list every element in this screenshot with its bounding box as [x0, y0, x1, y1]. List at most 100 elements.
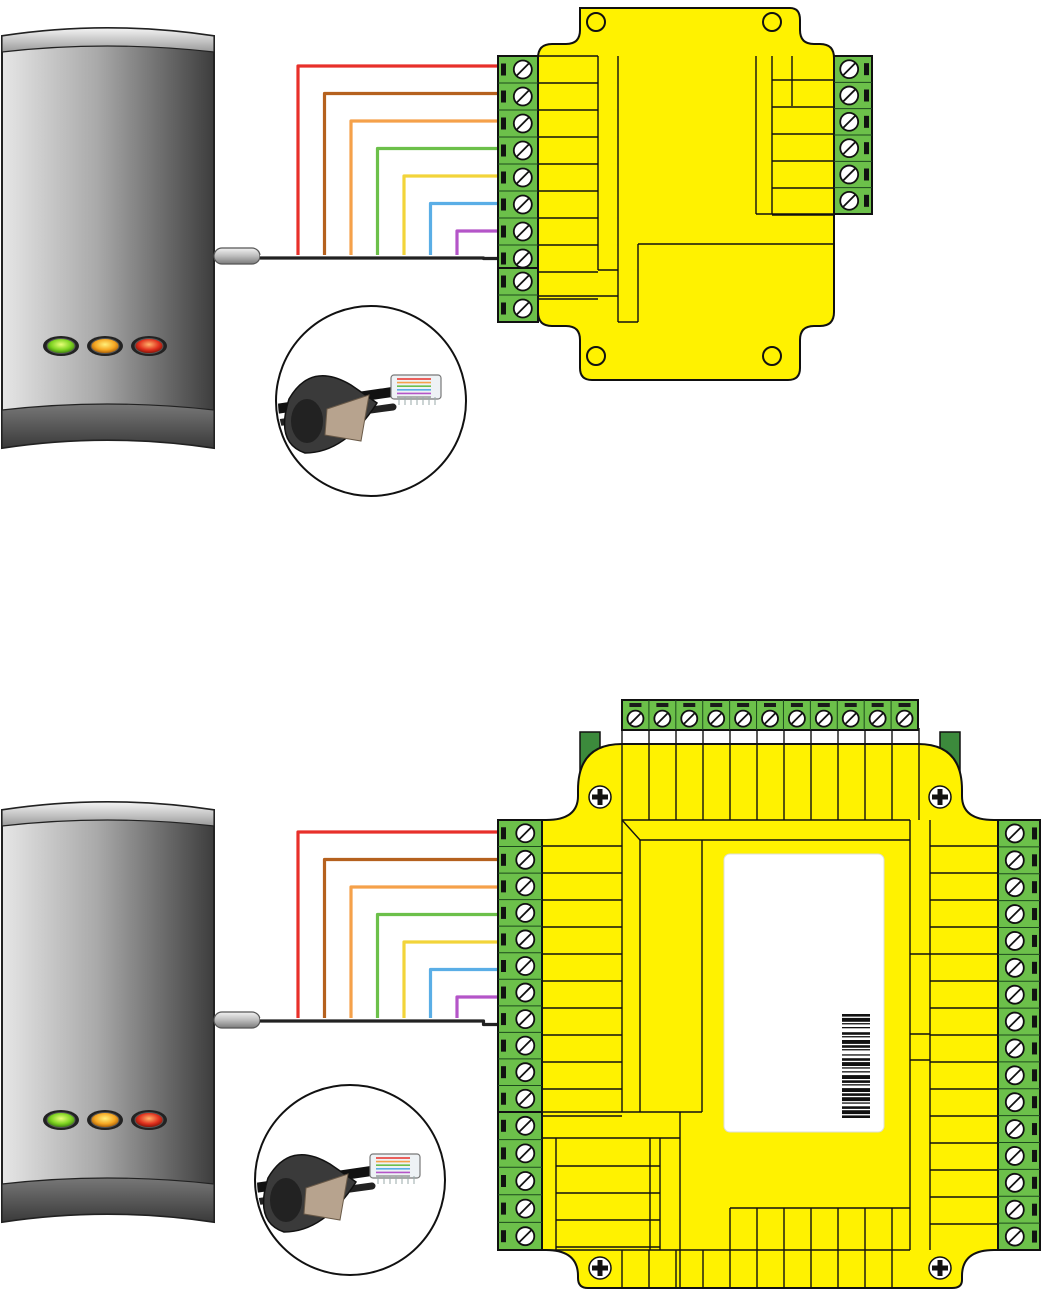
large-controller: [498, 700, 1040, 1288]
wire-entry: [899, 703, 911, 707]
wire-entry: [501, 1093, 506, 1105]
wire-entry: [791, 703, 803, 707]
wire-bundle: [260, 832, 500, 1025]
cable-sheath: [214, 1012, 260, 1028]
barcode-bar: [842, 1097, 870, 1101]
barcode-bar: [842, 1084, 870, 1085]
wire-entry: [501, 91, 506, 103]
barcode-bar: [842, 1049, 870, 1050]
barcode-bar: [842, 1075, 870, 1079]
cable-stub: [214, 1012, 260, 1028]
wire-entry: [501, 987, 506, 999]
terminal-block-left-bottom: [498, 1112, 542, 1250]
wire-entry: [1032, 881, 1037, 893]
wire-entry: [501, 827, 506, 839]
wire-entry: [501, 199, 506, 211]
wire-entry: [501, 1147, 506, 1159]
wire-entry: [864, 169, 869, 181]
wire-bundle: [260, 66, 500, 259]
wire-entry: [737, 703, 749, 707]
wire-entry: [1032, 1123, 1037, 1135]
wire-entry: [629, 703, 641, 707]
wire-entry: [710, 703, 722, 707]
wire-entry: [501, 303, 506, 315]
reader-body: [2, 802, 214, 1222]
connector-zoom-bottom: [255, 1085, 445, 1275]
wire-entry: [1032, 1150, 1037, 1162]
wire-entry: [1032, 908, 1037, 920]
wire-entry: [1032, 1016, 1037, 1028]
barcode-bar: [842, 1080, 870, 1083]
barcode-bar: [842, 1036, 870, 1037]
cable-stub: [214, 248, 260, 264]
wire-entry: [864, 195, 869, 207]
terminal-block-right: [834, 56, 872, 214]
wire-entry: [501, 1203, 506, 1215]
terminal-block-top: [622, 700, 918, 730]
barcode-bar: [842, 1054, 870, 1055]
wire-entry: [864, 142, 869, 154]
barcode-bar: [842, 1110, 870, 1114]
led-green-icon: [47, 1113, 75, 1128]
barcode-bar: [842, 1032, 870, 1035]
wire-entry: [1032, 1096, 1037, 1108]
wire-entry: [845, 703, 857, 707]
wire-entry: [501, 854, 506, 866]
barcode-bar: [842, 1071, 870, 1072]
wire-entry: [501, 907, 506, 919]
wire-entry: [1032, 962, 1037, 974]
wire-entry: [764, 703, 776, 707]
wire-entry: [501, 960, 506, 972]
card-reader-icon: [2, 802, 214, 1222]
led-red-icon: [135, 1113, 163, 1128]
wire-entry: [1032, 989, 1037, 1001]
wire-entry: [864, 63, 869, 75]
wire-entry: [501, 172, 506, 184]
wire-entry: [1032, 935, 1037, 947]
barcode-bar: [842, 1023, 870, 1024]
cable-sheath: [214, 248, 260, 264]
mount-hole-icon: [587, 13, 605, 31]
small-controller: [498, 8, 872, 380]
barcode-bar: [842, 1115, 870, 1118]
wire-entry: [501, 1013, 506, 1025]
crimp-tool-jaw: [270, 1178, 302, 1222]
controller-body: [538, 8, 834, 380]
wire-entry: [501, 1066, 506, 1078]
reader-bottom-cap: [2, 404, 214, 448]
wire-entry: [501, 145, 506, 157]
wire-entry: [864, 116, 869, 128]
barcode-bar: [842, 1045, 870, 1048]
wire-entry: [501, 933, 506, 945]
wire-entry: [501, 1120, 506, 1132]
wire-entry: [501, 118, 506, 130]
terminal-block-right: [998, 820, 1040, 1250]
reader-body: [2, 28, 214, 448]
wire-entry: [501, 880, 506, 892]
barcode-bar: [842, 1102, 870, 1103]
wire-entry: [1032, 1042, 1037, 1054]
terminal-block-left-top: [498, 820, 542, 1112]
wire-7: [260, 258, 500, 259]
barcode-bar: [842, 1106, 870, 1109]
barcode-bar: [842, 1018, 870, 1022]
led-green-icon: [47, 339, 75, 354]
wire-entry: [501, 253, 506, 265]
wire-entry: [1032, 1177, 1037, 1189]
wire-entry: [501, 1040, 506, 1052]
reader-bottom-cap: [2, 1178, 214, 1222]
terminal-block-left-top: [498, 56, 538, 272]
wire-entry: [1032, 1204, 1037, 1216]
wire-entry: [501, 64, 506, 76]
barcode-bar: [842, 1058, 870, 1061]
wire-entry: [1032, 827, 1037, 839]
barcode-bar: [842, 1088, 870, 1092]
barcode-bar: [842, 1062, 870, 1066]
wire-entry: [872, 703, 884, 707]
barcode-bar: [842, 1093, 870, 1096]
barcode-bar: [842, 1040, 870, 1044]
crimp-tool-jaw: [291, 399, 323, 443]
led-orange-icon: [91, 1113, 119, 1128]
